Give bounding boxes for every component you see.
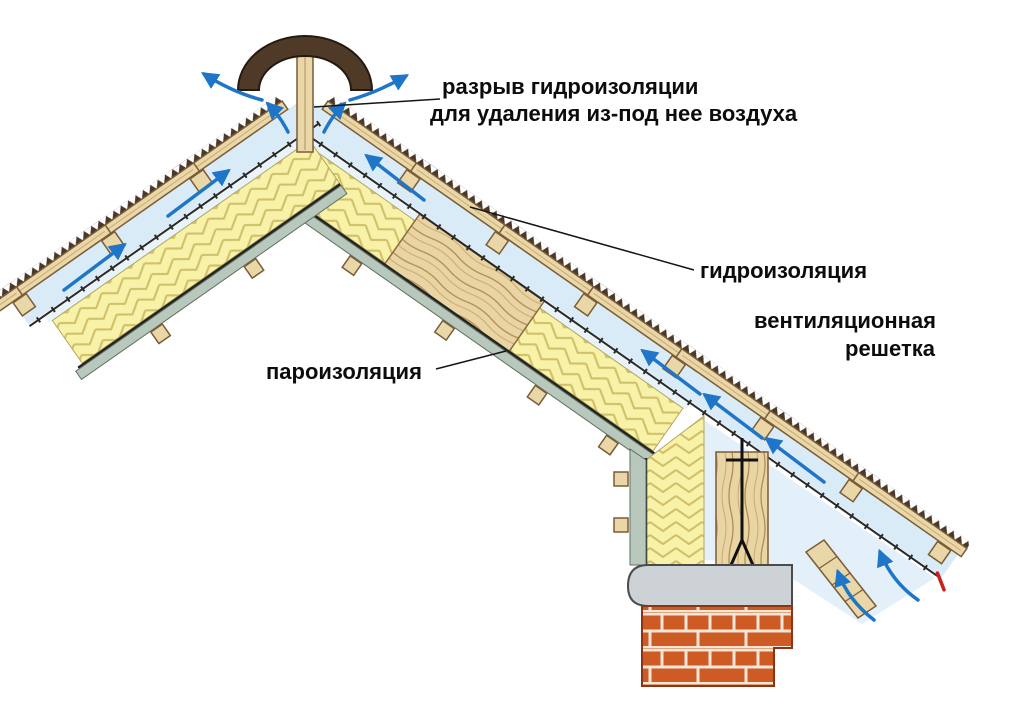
air-arrow [62,242,127,292]
air-arrow [348,74,410,102]
waterproofing-membrane-left [28,122,321,327]
label-vent-grille-line2: решетка [845,336,936,361]
air-arrow [834,568,876,622]
inner-lining-left [75,184,348,381]
label-waterproofing: гидроизоляция [700,258,867,283]
air-arrow [201,72,264,102]
furring-block [613,471,629,487]
label-vapor-barrier: пароизоляция [266,359,422,384]
air-arrow [322,101,347,134]
vertical-lining [629,448,647,566]
air-arrow [166,168,231,218]
leader-waterproofing [469,206,695,271]
label-vent-grille-line1: вентиляционная [754,308,936,333]
labels: разрыв гидроизоляции для удаления из-под… [266,74,936,384]
right-roof-slope [262,94,972,592]
label-leaders [313,98,695,370]
furring-block [613,517,629,533]
air-gap-left [45,134,310,323]
vent-gap-left [12,101,316,325]
vapor-barrier-left [77,183,341,369]
drip-edge [935,571,946,592]
air-arrow [877,548,920,602]
leader-hydro-break [313,98,441,108]
brick-wall [641,605,793,687]
left-roof-slope [0,94,348,386]
air-arrow [265,101,290,134]
airflow-arrows [62,72,920,622]
ridge-cap [236,35,374,91]
ridge-assembly [236,35,374,153]
air-arrow [364,153,426,202]
label-hydro-break-line2: для удаления из-под нее воздуха [430,101,798,126]
label-hydro-break-line1: разрыв гидроизоляции [442,74,698,99]
vapor-barrier-right [269,183,658,456]
concrete-plinth [626,564,793,607]
air-arrow [702,392,764,440]
anchor-bracket [726,438,758,573]
air-arrow [640,348,702,396]
waterproofing-membrane-right [289,122,939,578]
leader-vapor-barrier [435,350,507,370]
insulation-left [51,139,341,364]
air-arrow [764,436,826,484]
